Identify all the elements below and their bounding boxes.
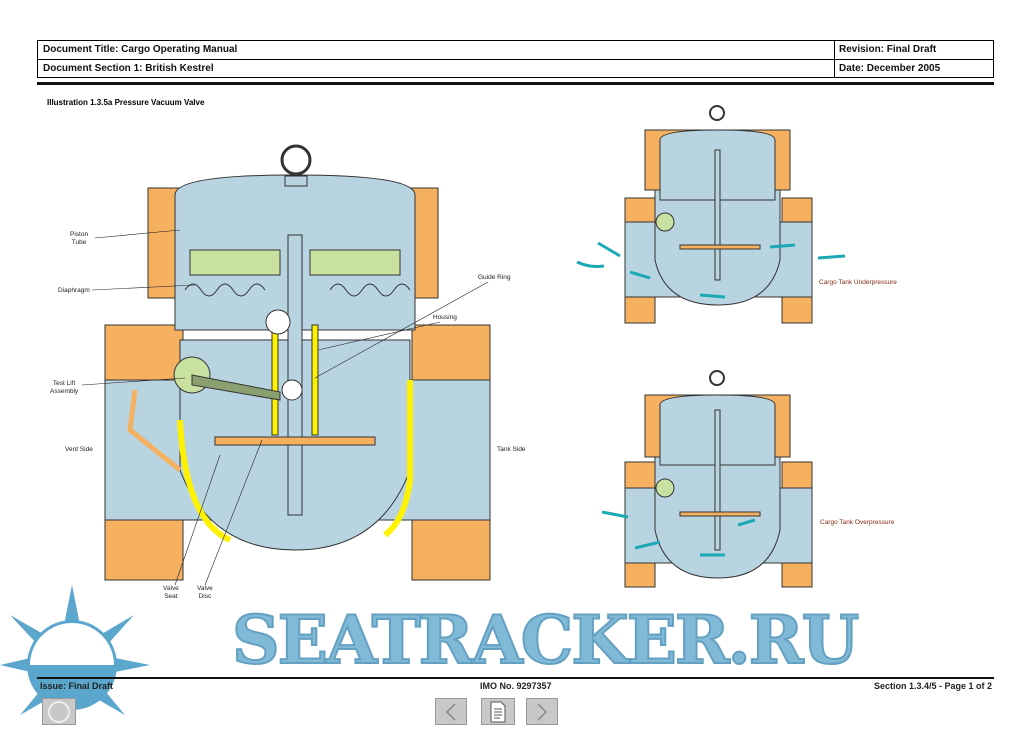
footer-rule bbox=[37, 677, 994, 679]
label-test-lift-assembly: Test Lift Assembly bbox=[50, 380, 79, 395]
underpressure-valve bbox=[624, 105, 813, 324]
label-vent-side: Vent Side bbox=[65, 446, 93, 453]
flow-arrows bbox=[576, 241, 846, 557]
footer-page: Section 1.3.4/5 - Page 1 of 2 bbox=[873, 681, 992, 691]
overpressure-valve bbox=[624, 370, 813, 588]
date: Date: December 2005 bbox=[839, 63, 941, 74]
illustration-title: Illustration 1.3.5a Pressure Vacuum Valv… bbox=[47, 98, 205, 107]
revision: Revision: Final Draft bbox=[839, 44, 937, 55]
label-valve-seat: Valve Seat bbox=[163, 585, 179, 600]
label-cargo-tank-overpressure: Cargo Tank Overpressure bbox=[820, 519, 895, 526]
header-row-divider bbox=[38, 59, 993, 60]
next-page-button[interactable] bbox=[526, 698, 558, 725]
main-valve bbox=[104, 144, 491, 581]
document-header: Document Title: Cargo Operating Manual D… bbox=[37, 40, 994, 78]
globe-icon bbox=[48, 700, 70, 723]
label-tank-side: Tank Side bbox=[497, 446, 526, 453]
leader-lines bbox=[81, 229, 489, 586]
label-valve-disc: Valve Disc bbox=[197, 585, 213, 600]
header-rule bbox=[37, 82, 994, 85]
home-button[interactable] bbox=[42, 698, 76, 725]
document-section: Document Section 1: British Kestrel bbox=[43, 63, 214, 74]
contents-button[interactable] bbox=[481, 698, 515, 725]
label-cargo-tank-underpressure: Cargo Tank Underpressure bbox=[819, 279, 897, 286]
footer-issue: Issue: Final Draft bbox=[40, 681, 114, 691]
watermark-sun-logo bbox=[0, 585, 150, 715]
chevron-left-icon bbox=[445, 702, 456, 721]
chevron-right-icon bbox=[537, 702, 548, 721]
label-piston-tube: Piston Tube bbox=[70, 231, 89, 246]
label-guide-ring: Guide Ring bbox=[478, 274, 511, 281]
watermark-text: SEATRACKER.RU bbox=[231, 601, 860, 679]
label-housing: Housing bbox=[433, 314, 457, 321]
document-icon bbox=[490, 701, 506, 722]
footer-imo: IMO No. 9297357 bbox=[480, 681, 552, 691]
previous-page-button[interactable] bbox=[435, 698, 467, 725]
document-title: Document Title: Cargo Operating Manual bbox=[43, 44, 238, 55]
label-diaphragm: Diaphragm bbox=[58, 287, 90, 294]
